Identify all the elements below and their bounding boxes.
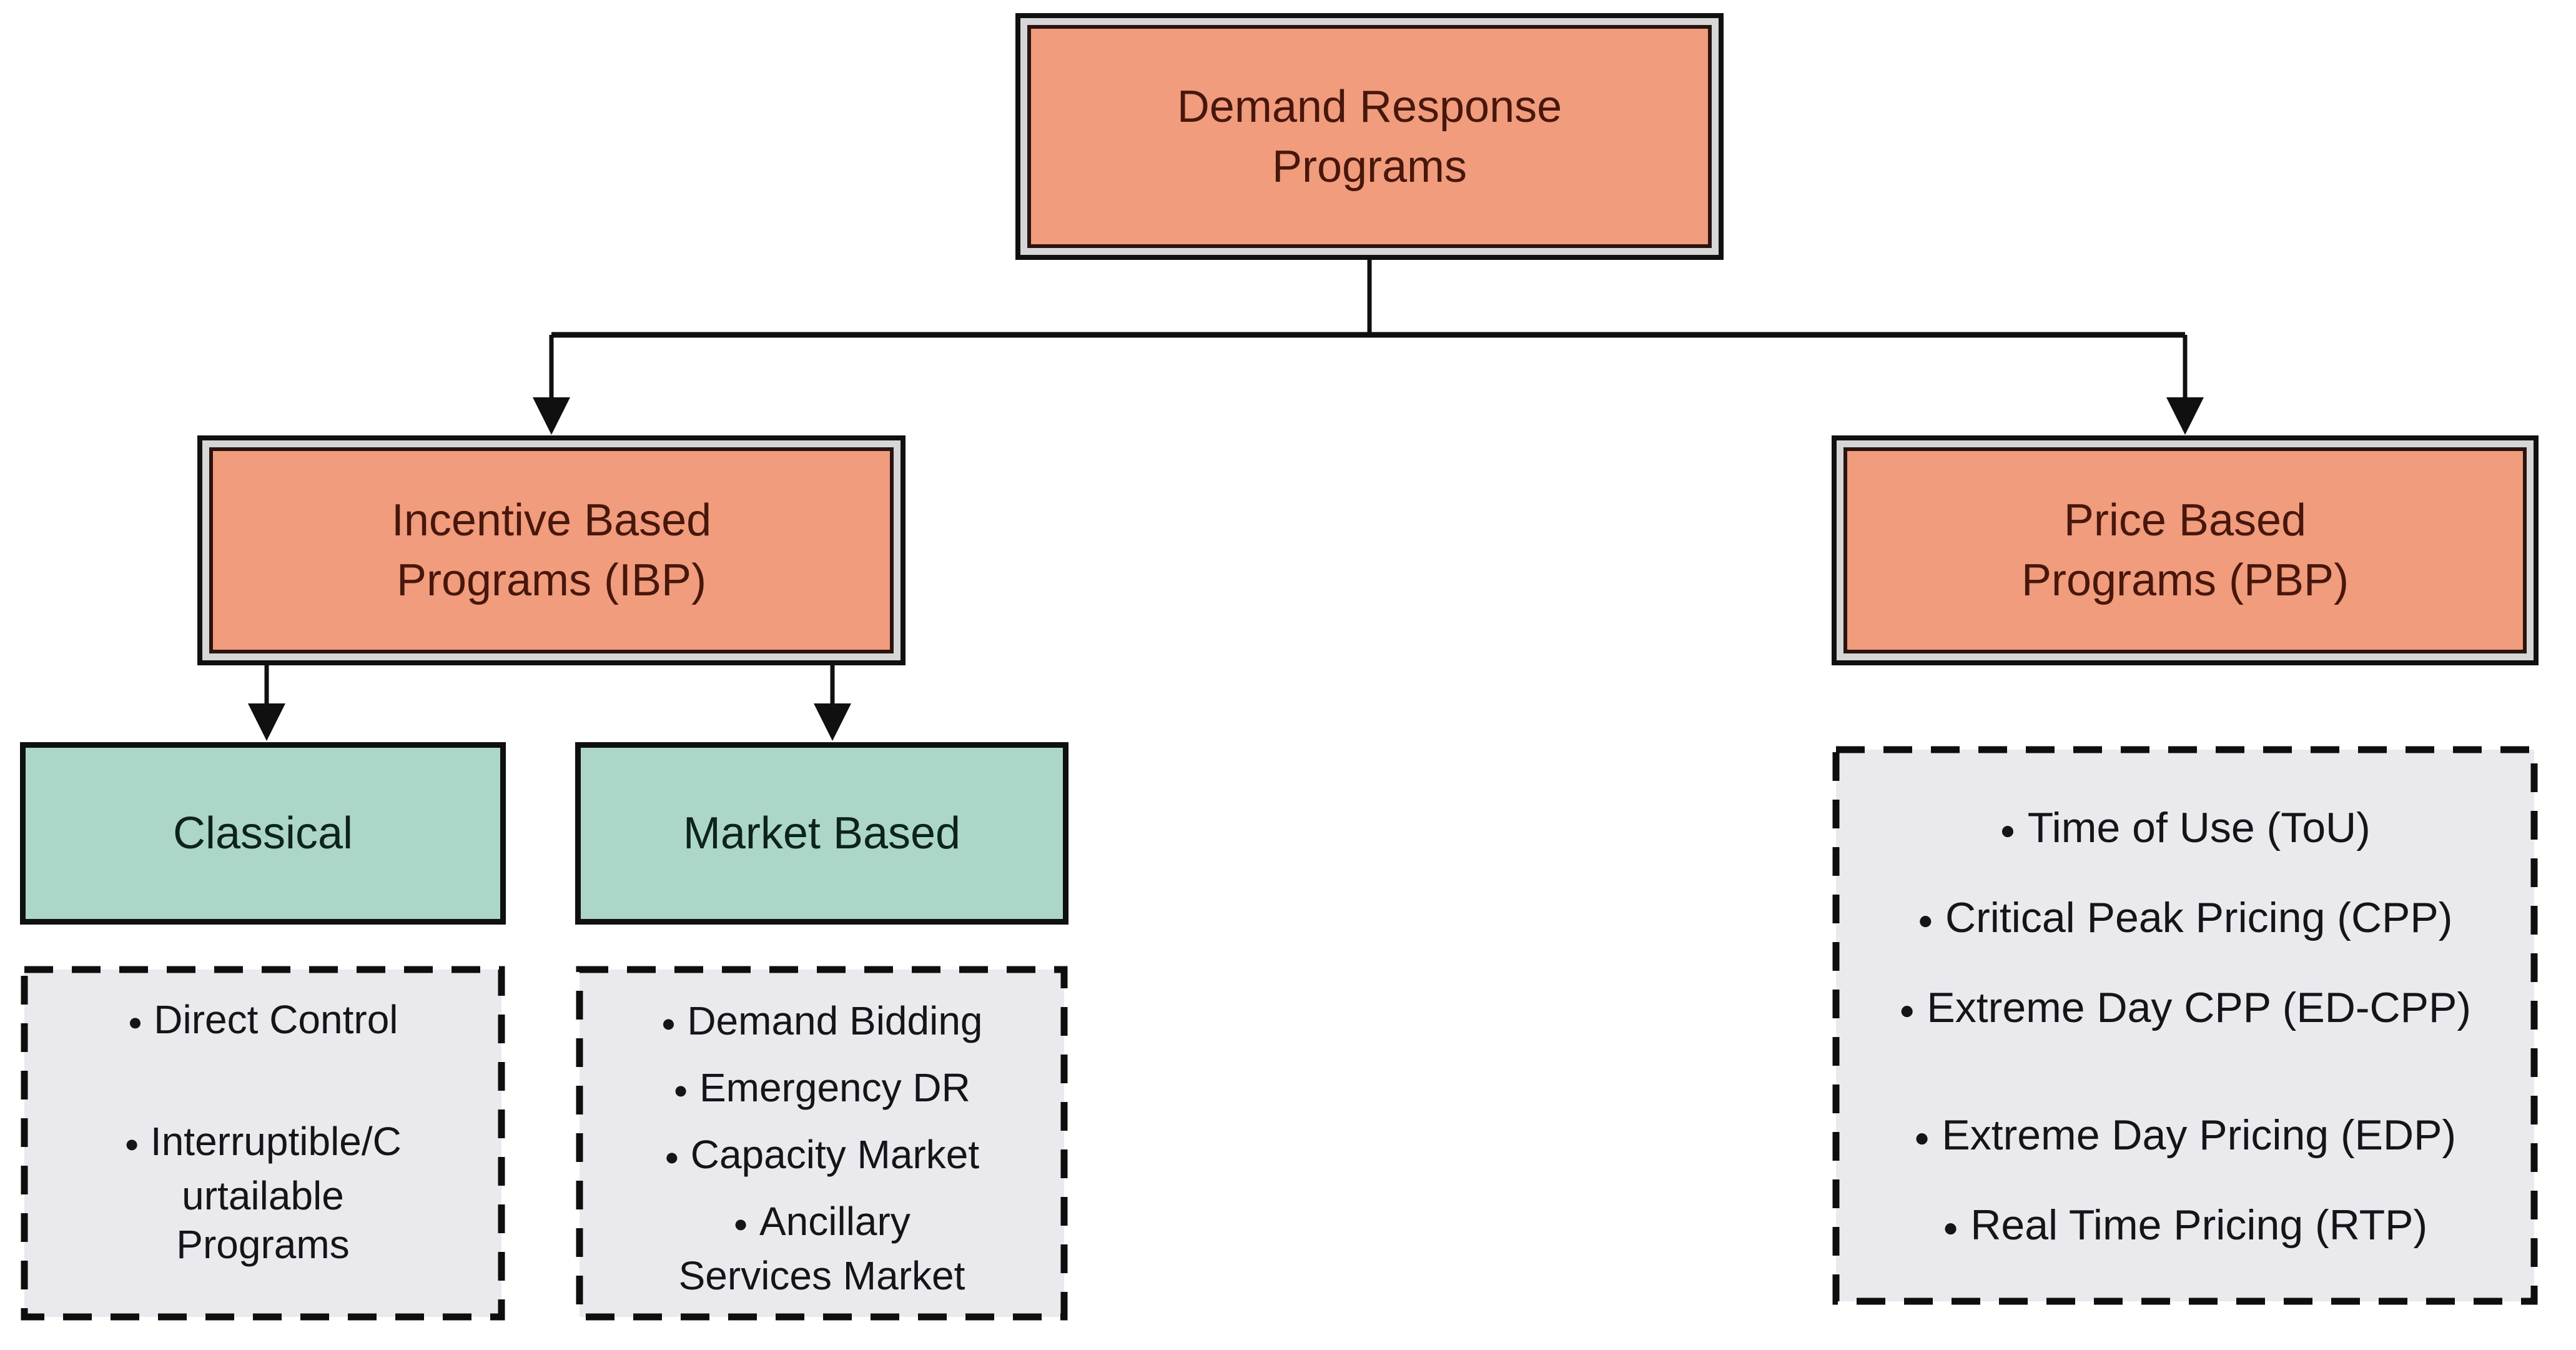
list-classical-programs: ●Direct Control ●Interruptible/C urtailabl… (20, 965, 506, 1321)
node-classical-label: Classical (172, 808, 353, 858)
list-item-line: ●Extreme Day CPP (ED-CPP) (1898, 984, 2472, 1031)
list-item-line: ●Time of Use (ToU) (2000, 804, 2371, 851)
list-item: ●Capacity Market (664, 1130, 979, 1184)
node-demand-response-programs-fill: Demand Response Programs (1027, 25, 1712, 248)
list-item: ●Direct Control (127, 995, 398, 1050)
list-item-line: Programs (176, 1222, 350, 1267)
node-market-based: Market Based (575, 742, 1068, 925)
node-incentive-based-programs-fill: Incentive Based Programs (IBP) (209, 447, 894, 653)
dashed-border (21, 966, 505, 1321)
list-market-based-programs: ●Demand Bidding ●Emergency DR ●Capacity Ma… (575, 965, 1068, 1321)
list-item-line: ●Ancillary (733, 1199, 910, 1244)
list-item-line: ●Critical Peak Pricing (CPP) (1917, 894, 2453, 941)
list-classical-programs-content: ●Direct Control ●Interruptible/C urtailabl… (20, 965, 506, 1321)
arrowhead-pbp (2166, 397, 2204, 435)
arrowhead-classical (248, 703, 285, 741)
node-price-based-programs-label: Price Based Programs (PBP) (2021, 495, 2349, 605)
node-demand-response-programs-label: Demand Response Programs (1177, 81, 1562, 192)
list-item: ●Time of Use (ToU) (2000, 803, 2371, 858)
dashed-border (1832, 746, 2538, 1305)
list-item-line: ●Capacity Market (664, 1132, 980, 1177)
bullet-icon: ● (1917, 905, 1934, 935)
list-item: ●Extreme Day CPP (ED-CPP) (1899, 983, 2471, 1038)
bullet-icon: ● (1898, 995, 1915, 1025)
bullet-icon: ● (2000, 815, 2016, 845)
node-demand-response-programs: Demand Response Programs (1015, 13, 1724, 260)
bullet-icon: ● (127, 1008, 143, 1036)
list-item-line: ●Demand Bidding (661, 998, 983, 1043)
list-price-based-programs: ●Time of Use (ToU) ●Critical Peak Pricing… (1832, 745, 2539, 1306)
node-classical: Classical (20, 742, 506, 925)
node-market-based-label: Market Based (683, 808, 961, 858)
list-item-line: urtailable (182, 1173, 344, 1218)
node-incentive-based-programs-label: Incentive Based Programs (IBP) (391, 495, 712, 605)
list-item: ●Critical Peak Pricing (CPP) (1918, 893, 2453, 948)
list-item-line: ●Direct Control (127, 997, 398, 1042)
bullet-icon: ● (124, 1130, 140, 1158)
list-item-line: ●Interruptible/C (124, 1119, 402, 1164)
node-price-based-programs-fill: Price Based Programs (PBP) (1843, 447, 2527, 653)
node-price-based-programs: Price Based Programs (PBP) (1832, 435, 2539, 665)
list-item-line: ●Emergency DR (673, 1065, 970, 1110)
arrowhead-ibp (533, 397, 570, 435)
bullet-icon: ● (733, 1210, 749, 1238)
list-item-line: Services Market (678, 1253, 965, 1298)
node-incentive-based-programs: Incentive Based Programs (IBP) (197, 435, 906, 665)
dashed-border (576, 966, 1068, 1321)
list-item: ●Extreme Day Pricing (EDP) (1914, 1110, 2456, 1166)
bullet-icon: ● (664, 1143, 679, 1171)
bullet-icon: ● (673, 1076, 689, 1104)
list-price-based-programs-content: ●Time of Use (ToU) ●Critical Peak Pricing… (1832, 745, 2539, 1306)
bullet-icon: ● (1942, 1212, 1959, 1242)
arrowhead-market (814, 703, 851, 741)
list-item: ●Real Time Pricing (RTP) (1943, 1200, 2427, 1256)
list-item: ●Emergency DR (673, 1063, 970, 1118)
list-item-line: ●Extreme Day Pricing (EDP) (1913, 1111, 2457, 1159)
list-item: ●Demand Bidding (661, 996, 983, 1051)
bullet-icon: ● (1913, 1122, 1930, 1152)
bullet-icon: ● (661, 1010, 676, 1038)
list-item-line: ●Real Time Pricing (RTP) (1942, 1201, 2428, 1249)
list-market-based-programs-content: ●Demand Bidding ●Emergency DR ●Capacity Ma… (575, 965, 1068, 1321)
